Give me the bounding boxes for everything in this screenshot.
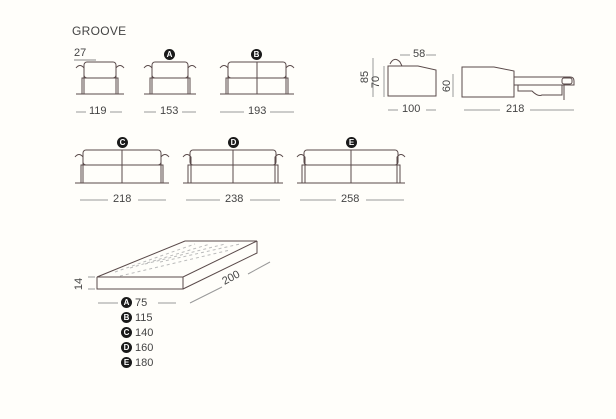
sofa-b-drawing <box>219 61 295 95</box>
sofa-c-drawing <box>74 149 170 184</box>
legend-badge: E <box>121 357 132 368</box>
badge-b: B <box>251 49 262 60</box>
seat-depth: 58 <box>413 48 426 60</box>
mattress-drawing <box>88 240 271 304</box>
badge-a: A <box>164 49 175 60</box>
armchair-arm-dim: 27 <box>74 47 87 59</box>
depth: 100 <box>402 103 421 115</box>
open-length: 218 <box>506 103 525 115</box>
legend-badge: B <box>121 312 132 323</box>
legend-row-b: B 115 <box>121 310 153 325</box>
product-title: GROOVE <box>72 24 127 38</box>
mattress-thickness: 14 <box>73 277 86 291</box>
open-height: 60 <box>441 79 454 93</box>
legend-value: 140 <box>135 326 154 339</box>
legend-row-e: E 180 <box>121 355 153 370</box>
legend-value: 180 <box>135 356 154 369</box>
sofa-e-drawing <box>296 149 406 184</box>
legend-badge: C <box>121 327 132 338</box>
badge-c: C <box>117 137 128 148</box>
sofa-c-width: 218 <box>113 193 132 205</box>
legend-value: 115 <box>135 311 153 324</box>
side-view-drawing <box>372 54 437 111</box>
legend-badge: D <box>121 342 132 353</box>
legend-badge: A <box>121 297 132 308</box>
sofa-d-width: 238 <box>225 193 244 205</box>
sofa-d-drawing <box>182 149 284 184</box>
legend-value: 75 <box>135 296 148 309</box>
sofa-b-width: 193 <box>248 105 267 117</box>
sofa-a-drawing <box>143 61 197 95</box>
open-bed-drawing <box>452 66 575 111</box>
badge-e: E <box>346 137 357 148</box>
arm-height: 70 <box>370 75 383 89</box>
badge-d: D <box>228 137 239 148</box>
mattress-width-legend: A 75 B 115 C 140 D 160 E 180 <box>121 295 153 370</box>
sofa-e-width: 258 <box>341 193 360 205</box>
armchair-drawing <box>74 59 125 95</box>
legend-row-a: A 75 <box>121 295 153 310</box>
legend-row-c: C 140 <box>121 325 153 340</box>
legend-value: 160 <box>135 341 154 354</box>
legend-row-d: D 160 <box>121 340 153 355</box>
armchair-width: 119 <box>89 105 107 117</box>
sofa-a-width: 153 <box>160 105 179 117</box>
